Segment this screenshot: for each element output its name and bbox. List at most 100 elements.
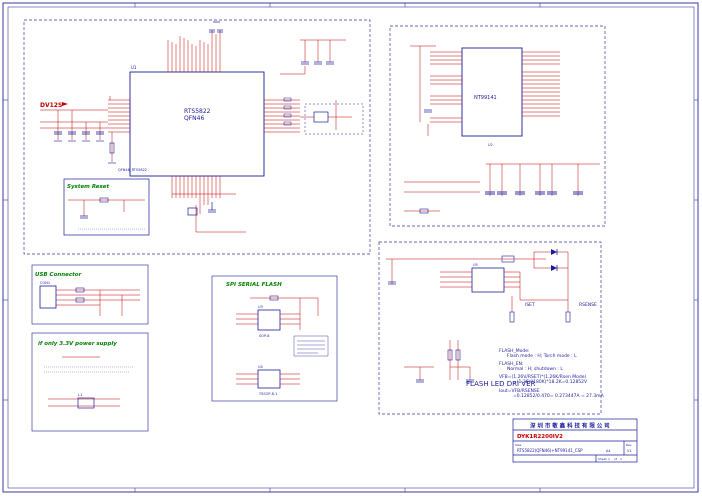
sensor-frame xyxy=(389,25,606,227)
title-doc-no: DYK1R2200IV2 xyxy=(517,434,563,440)
rts5822-name: RTS5822 xyxy=(184,108,211,115)
dv12s-arrow xyxy=(62,102,68,106)
spi-note-lines xyxy=(297,340,325,354)
top-right-circuit xyxy=(280,39,346,75)
title-sheet-value: 1 xyxy=(608,457,610,461)
power-inductor xyxy=(77,397,95,409)
flash-note-vfb: VFB=(1.26V/RSET)*(1.26K/Rsen Mode) xyxy=(499,374,587,380)
flash-pin-rsense: RSENSE xyxy=(579,302,597,308)
dv12s-label: DV12S xyxy=(40,102,62,109)
u1-bottom-pins xyxy=(171,176,221,205)
flash-resistors xyxy=(447,311,571,361)
system-reset-title: System Reset xyxy=(67,184,110,190)
flash-note-en2: Normal : H; shutdown : L xyxy=(507,366,563,372)
usb-ferrite xyxy=(75,287,85,303)
nt99141-ref: U2 xyxy=(488,143,493,147)
spi-flash-frame xyxy=(211,275,338,402)
flash-caps xyxy=(388,281,474,383)
flash-driver-frame xyxy=(378,241,602,415)
title-doc-sub: RTS5822(QFN46)+NT99141_CSP xyxy=(517,448,583,453)
dv12s-resistor xyxy=(109,142,115,154)
spi-flash-wiring xyxy=(236,297,319,385)
nt99141-bottom-caps xyxy=(485,191,583,195)
bottom-crystal xyxy=(187,207,198,216)
flash-driver-title: FLASH LED DRI VER xyxy=(466,380,536,388)
power-supply-wiring xyxy=(48,356,120,407)
flash-driver-wiring xyxy=(386,251,569,380)
sensor-bottom-resistor xyxy=(419,208,429,214)
title-rev-label: Rev xyxy=(626,443,632,447)
usb-connector-ref: CON1 xyxy=(40,281,50,285)
title-rev-value: V1 xyxy=(627,449,632,453)
spi-flash-title: SPI SERIAL FLASH xyxy=(226,282,282,288)
regulator-part xyxy=(313,111,329,123)
spi-note-box xyxy=(293,335,329,357)
u1-top-caps xyxy=(209,21,223,33)
nt99141-left-caps xyxy=(424,109,432,113)
reset-resistor xyxy=(99,197,109,203)
dv12s-wiring xyxy=(40,96,113,162)
u1-bottom-wiring xyxy=(172,193,246,233)
usb-connector-frame xyxy=(31,264,149,325)
spi-flash-u4-pkg: TSSOP-8-1 xyxy=(258,392,277,396)
power-inductor-ref: L1 xyxy=(78,393,82,397)
title-of-label: of xyxy=(614,457,618,461)
u1-ref: U1 xyxy=(131,65,137,70)
title-size-value: A4 xyxy=(606,449,611,453)
main-controller-frame xyxy=(23,19,371,255)
u1-right-pins xyxy=(264,99,300,133)
spi-flash-u3-pkg: SOP-8 xyxy=(259,334,270,338)
flash-note-en: FLASH_EN: xyxy=(499,361,524,367)
rts5822-package: QFN46 xyxy=(184,115,204,122)
flash-note-iout: Iout=VFB/RSENSE xyxy=(499,388,540,394)
nt99141-right-pins xyxy=(522,51,560,117)
spi-flash-u3-ref: U3 xyxy=(258,305,263,309)
u1-right-resistors xyxy=(283,97,292,126)
spi-pullup xyxy=(269,295,279,301)
title-block xyxy=(512,418,638,463)
spi-flash-u4 xyxy=(257,369,281,389)
spi-flash-u3 xyxy=(257,309,281,331)
bottom-caps xyxy=(208,202,216,213)
title-of-value: 1 xyxy=(620,457,622,461)
u1-left-pins xyxy=(108,99,130,133)
flash-note-iout2: =0.12852/0.470= 0.273447A = 27.3mA xyxy=(513,393,605,399)
power-supply-title: if only 3.3V power supply xyxy=(38,341,117,347)
spi-flash-u4-ref: U4 xyxy=(258,365,264,369)
flash-note-mode2: Flash mode : H; Torch mode : L xyxy=(507,353,577,359)
system-reset-frame xyxy=(63,178,150,236)
regulator-wiring xyxy=(300,100,352,130)
flash-inductor xyxy=(501,255,515,263)
nt99141-bottom-caps-wiring xyxy=(404,163,600,212)
usb-connector-body xyxy=(39,285,57,309)
rts5822-footer: QFN46_RTS5822 xyxy=(118,168,147,172)
title-sheet-label: Sheet xyxy=(598,457,607,461)
flash-driver-ref: U5 xyxy=(473,263,478,267)
regulator-subframe xyxy=(304,103,364,135)
sheet-border xyxy=(2,2,699,493)
flash-pin-iset: ISET xyxy=(525,302,535,308)
nt99141-name: NT99141 xyxy=(474,95,497,101)
u1-top-pins xyxy=(167,30,221,72)
zone-ticks xyxy=(3,3,698,492)
flash-note-mode: FLASH_Mode: xyxy=(499,348,530,354)
reset-cap xyxy=(80,215,88,219)
title-size-label: Size xyxy=(515,443,521,447)
flash-note-vfb2: =(1.26V/180K)*18.2K=0.12852V xyxy=(513,379,588,385)
title-company: 深 圳 市 敬 鑫 科 技 有 限 公 司 xyxy=(530,422,610,430)
usb-wiring xyxy=(56,289,140,316)
usb-connector-title: USB Connector xyxy=(35,272,82,278)
power-supply-notes xyxy=(44,366,134,373)
sheet-inner-border xyxy=(7,6,695,489)
flash-driver-ic xyxy=(471,267,505,293)
nt99141-left-network xyxy=(410,45,436,136)
rts5822-ic-body xyxy=(129,71,265,177)
flash-leds xyxy=(551,249,558,271)
system-reset-wiring xyxy=(68,199,145,216)
power-supply-frame xyxy=(31,332,149,432)
nt99141-left-pins xyxy=(430,51,462,123)
dv12s-grounds xyxy=(54,140,116,164)
top-right-caps xyxy=(301,61,334,65)
